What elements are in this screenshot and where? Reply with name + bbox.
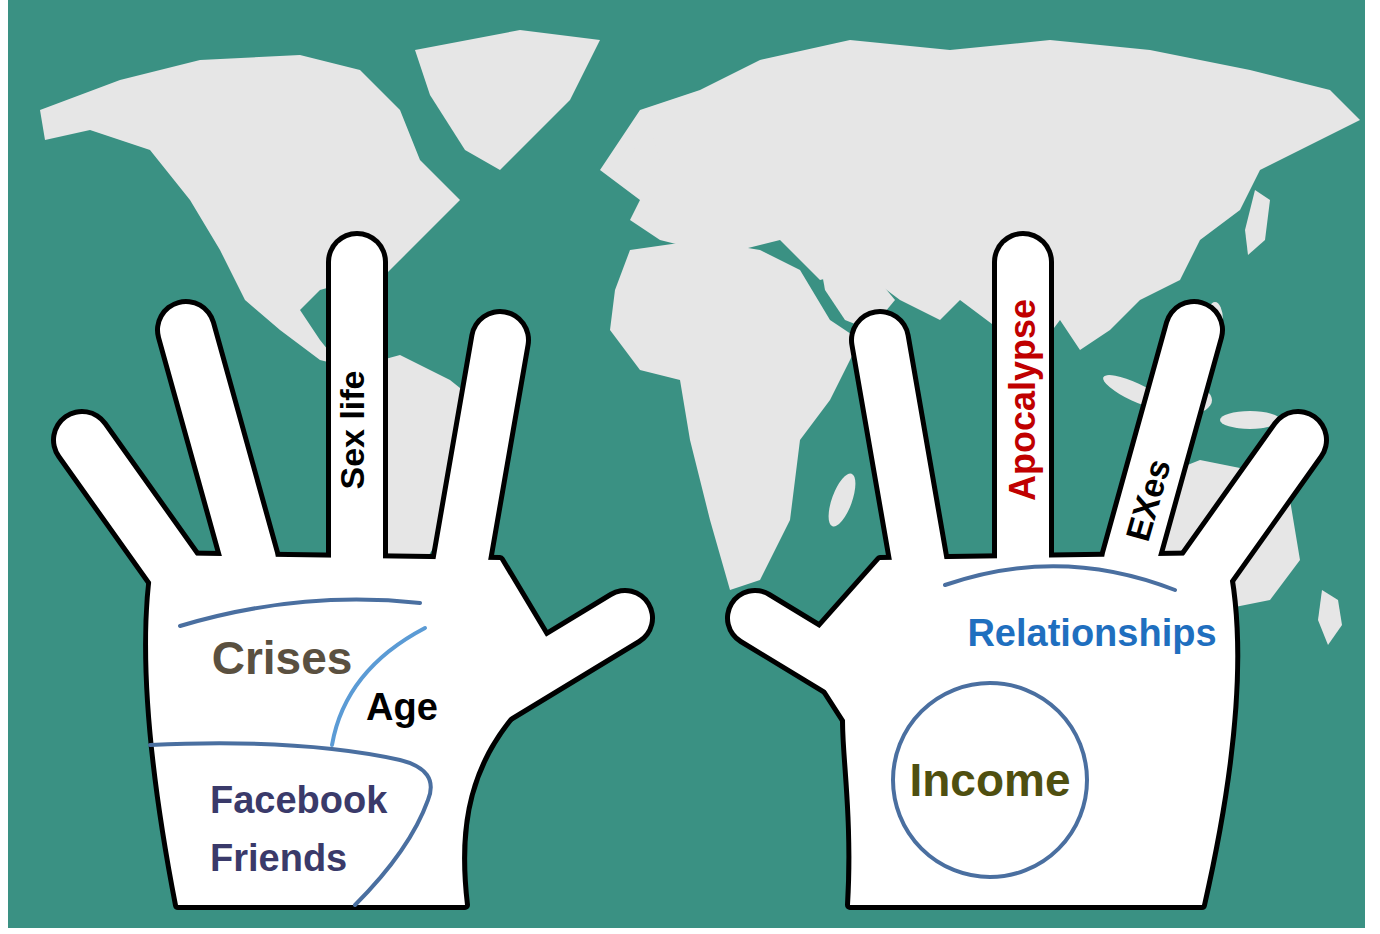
circle-label: Income — [909, 757, 1070, 803]
finger-label: Apocalypse — [1005, 299, 1041, 501]
hand-fill — [82, 262, 625, 905]
right-hand: ApocalypseEXesRelationshipsIncome — [700, 215, 1350, 915]
finger-label: Sex life — [335, 370, 369, 489]
palm-line-label: Crises — [212, 635, 353, 681]
palm-line-label: Facebook Friends — [210, 771, 410, 887]
palm-lines — [945, 566, 1175, 590]
ocean-ground — [8, 0, 1365, 928]
left-hand: Sex lifeCrisesAgeFacebook Friends — [30, 215, 680, 915]
palm-line-label: Relationships — [967, 614, 1216, 652]
palm-lines — [150, 600, 431, 905]
hand-outline-stroke — [82, 262, 625, 905]
hand-outline-stroke — [755, 262, 1298, 905]
hand-fill — [755, 262, 1298, 905]
palm-line-label: Age — [366, 688, 438, 726]
income-circle: Income — [890, 680, 1090, 880]
circle-shape — [893, 683, 1087, 877]
